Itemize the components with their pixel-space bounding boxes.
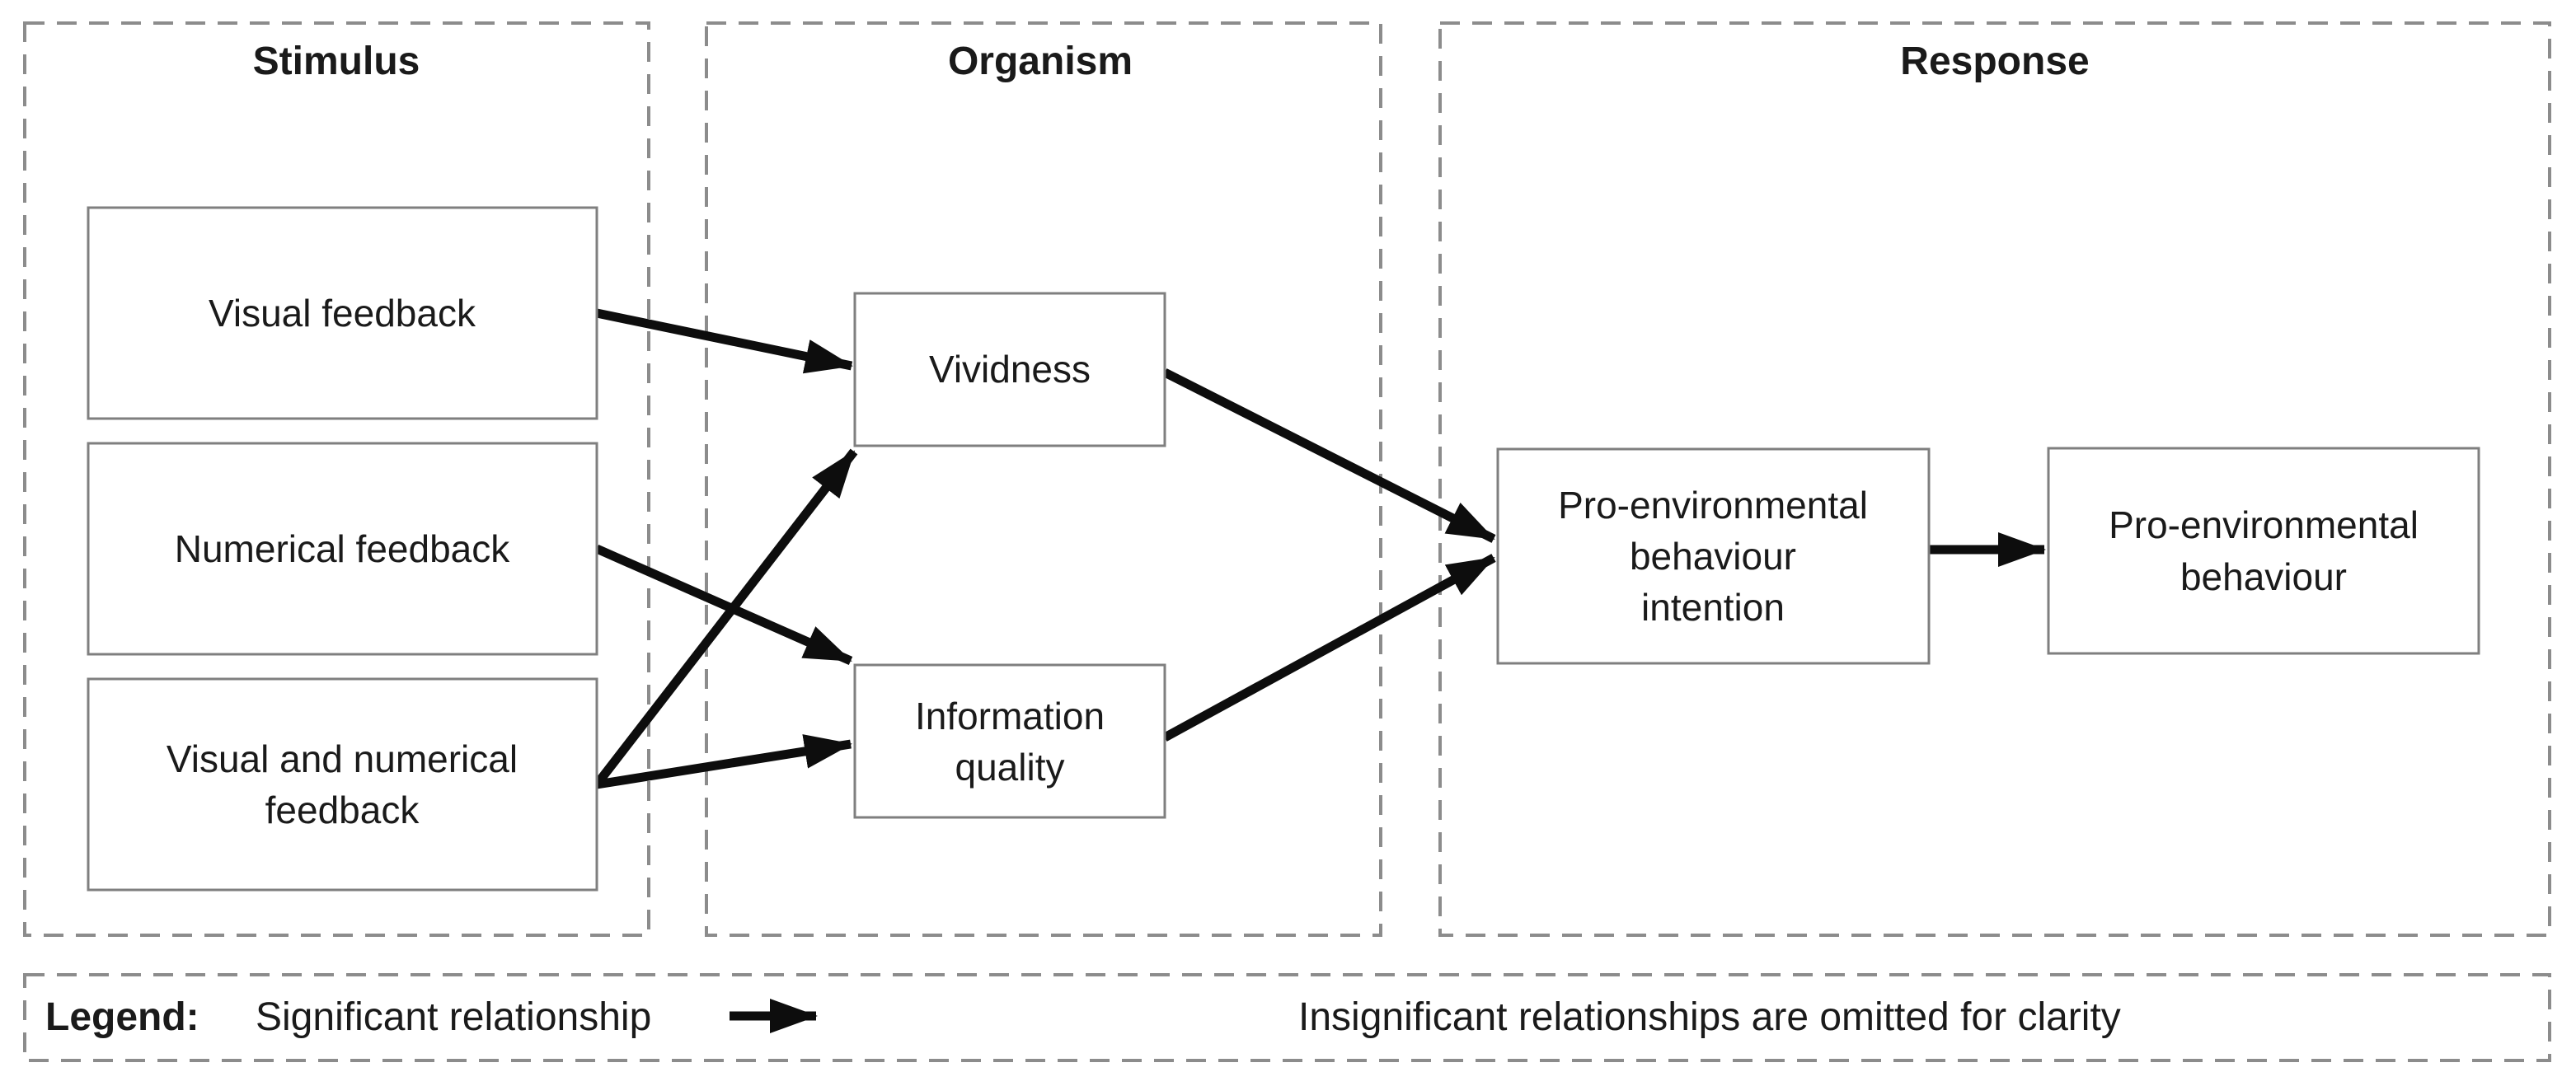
intention-label-line2: behaviour	[1630, 535, 1796, 578]
visual-feedback-node	[87, 206, 598, 420]
stimulus-section-frame	[23, 21, 650, 937]
response-section-title: Response	[1900, 40, 2089, 83]
visual-numerical-feedback-label-line2: feedback	[265, 789, 420, 831]
visual-numerical-feedback-label-line1: Visual and numerical	[167, 737, 518, 780]
arrow-visual-numerical-to-vividness	[593, 448, 858, 788]
information-quality-label-line2: quality	[955, 746, 1065, 789]
arrow-numerical-feedback-to-information-quality	[594, 544, 853, 666]
visual-feedback-label: Visual feedback	[209, 292, 476, 335]
numerical-feedback-node	[87, 442, 598, 656]
legend-note: Insignificant relationships are omitted …	[1298, 995, 2121, 1039]
numerical-feedback-label: Numerical feedback	[175, 527, 511, 570]
behaviour-label-line1: Pro-environmental	[2109, 503, 2419, 546]
information-quality-node	[853, 663, 1166, 819]
legend-significant-label: Significant relationship	[256, 995, 651, 1039]
visual-numerical-feedback-node	[87, 677, 598, 892]
vividness-label: Vividness	[929, 348, 1091, 391]
pro-environmental-behaviour-node	[2047, 447, 2480, 655]
information-quality-label-line1: Information	[915, 695, 1105, 737]
arrow-vividness-to-intention	[1162, 368, 1496, 543]
behaviour-label-line2: behaviour	[2180, 555, 2347, 598]
legend-frame	[23, 973, 2551, 1062]
arrow-visual-numerical-to-information-quality	[596, 734, 852, 789]
vividness-node	[853, 292, 1166, 447]
arrow-information-quality-to-intention	[1162, 554, 1496, 742]
response-section-frame	[1438, 21, 2551, 937]
intention-label-line1: Pro-environmental	[1558, 484, 1868, 527]
intention-label-line3: intention	[1641, 586, 1785, 629]
pro-environmental-behaviour-intention-node	[1496, 447, 1931, 665]
arrow-visual-feedback-to-vividness	[595, 308, 853, 374]
stimulus-section-title: Stimulus	[253, 40, 420, 83]
legend-title: Legend:	[45, 995, 199, 1039]
organism-section-title: Organism	[948, 40, 1133, 83]
